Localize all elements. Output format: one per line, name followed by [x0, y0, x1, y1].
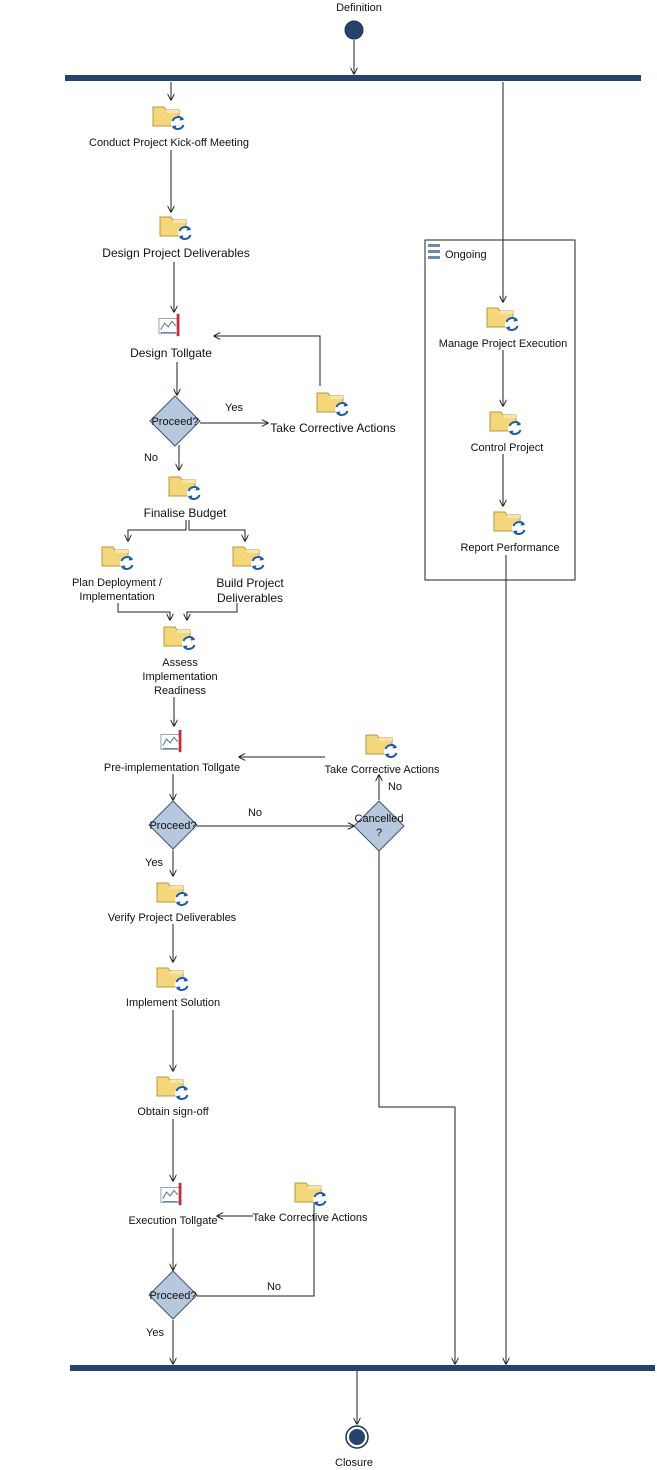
take-corrective-1-task-icon[interactable]: [316, 392, 350, 417]
task-budget-label: Finalise Budget: [144, 506, 227, 520]
task-design-label: Design Project Deliverables: [102, 246, 249, 260]
task-take1-label: Take Corrective Actions: [270, 421, 395, 435]
build-deliverables-task-icon[interactable]: [232, 546, 266, 571]
task-take3-label: Take Corrective Actions: [253, 1212, 368, 1224]
assess-readiness-task-icon[interactable]: [163, 626, 197, 651]
edge-d1-no: No: [144, 452, 158, 464]
task-assess-line3: Readiness: [154, 685, 206, 697]
manage-execution-task-icon[interactable]: [486, 307, 520, 332]
verify-task-icon[interactable]: [156, 882, 190, 907]
task-signoff-label: Obtain sign-off: [137, 1106, 209, 1118]
task-plan-line1: Plan Deployment /: [72, 577, 163, 589]
task-build-line1: Build Project: [216, 576, 284, 590]
task-plan-line2: Implementation: [79, 591, 154, 603]
preimpl-tollgate-icon[interactable]: [160, 729, 183, 753]
control-project-task-icon[interactable]: [489, 411, 523, 436]
task-implement-label: Implement Solution: [126, 997, 220, 1009]
task-build-line2: Deliverables: [217, 591, 283, 605]
take-corrective-3-task-icon[interactable]: [294, 1182, 328, 1207]
decision-proceed-2[interactable]: [148, 800, 198, 850]
edge-d3-no: No: [388, 781, 402, 793]
decision-4-label: Proceed?: [149, 1290, 196, 1302]
tollgate-execution-label: Execution Tollgate: [128, 1215, 217, 1227]
budget-task-icon[interactable]: [168, 476, 202, 501]
decision-proceed-1[interactable]: [149, 395, 201, 447]
join-bar: [70, 1365, 655, 1371]
tollgate-design-label: Design Tollgate: [130, 346, 212, 360]
edges: [117, 40, 506, 1424]
group-label: Ongoing: [445, 249, 487, 261]
edge-d1-yes: Yes: [225, 402, 243, 414]
edge-d4-no: No: [267, 1281, 281, 1293]
list-icon: [428, 244, 440, 259]
start-label: Definition: [336, 2, 382, 14]
edge-d2-yes: Yes: [145, 857, 163, 869]
design-tollgate-icon[interactable]: [158, 313, 181, 337]
signoff-task-icon[interactable]: [156, 1076, 190, 1101]
decision-cancelled[interactable]: [353, 800, 405, 852]
kickoff-task-icon[interactable]: [152, 106, 186, 131]
task-report-label: Report Performance: [460, 542, 559, 554]
take-corrective-2-task-icon[interactable]: [365, 734, 399, 759]
fork-bar: [65, 75, 641, 81]
implement-task-icon[interactable]: [156, 967, 190, 992]
end-node[interactable]: [349, 1429, 365, 1445]
task-verify-label: Verify Project Deliverables: [108, 912, 237, 924]
design-task-icon[interactable]: [159, 216, 193, 241]
ongoing-group[interactable]: [424, 239, 576, 581]
decision-3-line1: Cancelled: [355, 813, 404, 825]
edge-d4-yes: Yes: [146, 1327, 164, 1339]
task-kickoff-label: Conduct Project Kick-off Meeting: [89, 137, 249, 149]
start-node[interactable]: [344, 20, 364, 40]
decision-proceed-4[interactable]: [148, 1270, 198, 1320]
task-assess-line2: Implementation: [142, 671, 217, 683]
task-control-label: Control Project: [471, 442, 544, 454]
execution-tollgate-icon[interactable]: [160, 1182, 183, 1206]
task-assess-line1: Assess: [162, 657, 198, 669]
tollgate-preimpl-label: Pre-implementation Tollgate: [104, 762, 240, 774]
report-performance-task-icon[interactable]: [493, 511, 527, 536]
decision-2-label: Proceed?: [149, 820, 196, 832]
decision-3-line2: ?: [376, 827, 382, 839]
end-label: Closure: [335, 1457, 373, 1469]
decision-1-label: Proceed?: [151, 416, 198, 428]
edge-d2-no: No: [248, 807, 262, 819]
task-take2-label: Take Corrective Actions: [325, 764, 440, 776]
plan-deployment-task-icon[interactable]: [101, 546, 135, 571]
task-manage-label: Manage Project Execution: [439, 338, 567, 350]
